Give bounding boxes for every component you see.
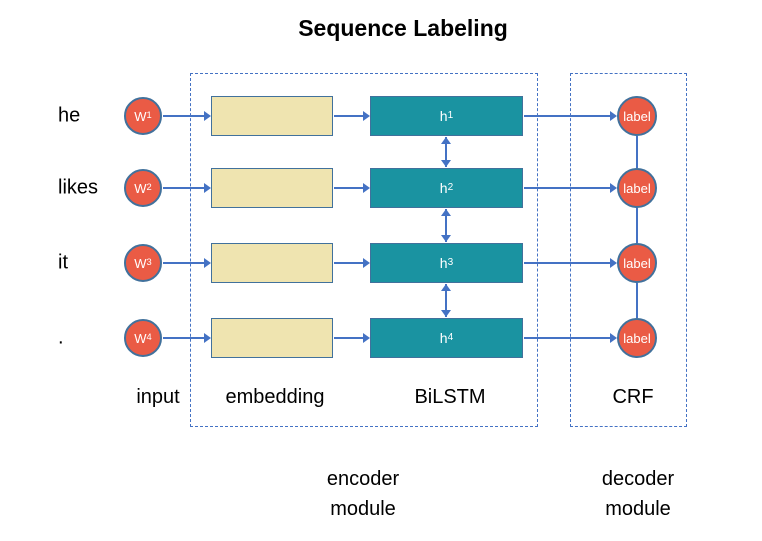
crf-label-connector: [636, 208, 638, 243]
column-label-input: input: [136, 386, 180, 408]
hidden-subscript: 3: [447, 256, 454, 268]
crf-label-node: label: [617, 318, 657, 358]
crf-label-connector: [636, 136, 638, 168]
hidden-subscript: 1: [447, 109, 454, 121]
embedding-box: [211, 168, 333, 208]
arrow-bilstm-to-crf-icon: [524, 258, 617, 268]
diagram-title: Sequence Labeling: [298, 15, 508, 41]
column-label-bilstm: BiLSTM: [414, 386, 486, 408]
bidirectional-arrow-icon: [441, 137, 451, 167]
hidden-subscript: 4: [447, 331, 454, 343]
decoder-module-label-line1: decoder: [601, 468, 675, 490]
token-symbol: W: [134, 330, 147, 346]
encoder-module-label-line1: encoder: [326, 468, 400, 490]
embedding-box: [211, 318, 333, 358]
hidden-symbol: h: [439, 330, 448, 346]
arrow-embedding-to-bilstm-icon: [334, 333, 370, 343]
hidden-symbol: h: [439, 255, 448, 271]
hidden-symbol: h: [439, 180, 448, 196]
hidden-symbol: h: [439, 108, 448, 124]
label-text: label: [623, 180, 651, 196]
arrow-input-to-embedding-icon: [163, 111, 211, 121]
decoder-module-label: decoder module: [602, 464, 674, 524]
token-subscript: 2: [146, 182, 152, 193]
bidirectional-arrow-icon: [441, 209, 451, 242]
arrow-bilstm-to-crf-icon: [524, 111, 617, 121]
arrow-embedding-to-bilstm-icon: [334, 258, 370, 268]
column-label-crf: CRF: [612, 386, 654, 408]
embedding-box: [211, 243, 333, 283]
token-symbol: W: [134, 180, 147, 196]
decoder-module-box: [570, 73, 687, 427]
arrow-input-to-embedding-icon: [163, 183, 211, 193]
crf-label-node: label: [617, 96, 657, 136]
arrow-bilstm-to-crf-icon: [524, 183, 617, 193]
arrow-embedding-to-bilstm-icon: [334, 183, 370, 193]
arrow-input-to-embedding-icon: [163, 333, 211, 343]
crf-label-node: label: [617, 243, 657, 283]
label-text: label: [623, 330, 651, 346]
label-text: label: [623, 255, 651, 271]
encoder-module-label: encoder module: [327, 464, 399, 524]
input-word: likes: [58, 176, 99, 199]
decoder-module-label-line2: module: [605, 498, 671, 520]
arrow-input-to-embedding-icon: [163, 258, 211, 268]
embedding-box: [211, 96, 333, 136]
input-word: .: [58, 326, 64, 349]
token-symbol: W: [134, 108, 147, 124]
arrow-embedding-to-bilstm-icon: [334, 111, 370, 121]
crf-label-connector: [636, 283, 638, 318]
input-word: he: [58, 104, 81, 127]
encoder-module-label-line2: module: [330, 498, 396, 520]
input-word: it: [58, 251, 68, 274]
token-symbol: W: [134, 255, 147, 271]
encoder-module-box: [190, 73, 538, 427]
arrow-bilstm-to-crf-icon: [524, 333, 617, 343]
bidirectional-arrow-icon: [441, 284, 451, 317]
label-text: label: [623, 108, 651, 124]
token-subscript: 1: [146, 110, 152, 121]
token-subscript: 4: [146, 332, 152, 343]
crf-label-node: label: [617, 168, 657, 208]
token-subscript: 3: [146, 257, 152, 268]
hidden-subscript: 2: [447, 181, 454, 193]
column-label-embedding: embedding: [225, 386, 325, 408]
